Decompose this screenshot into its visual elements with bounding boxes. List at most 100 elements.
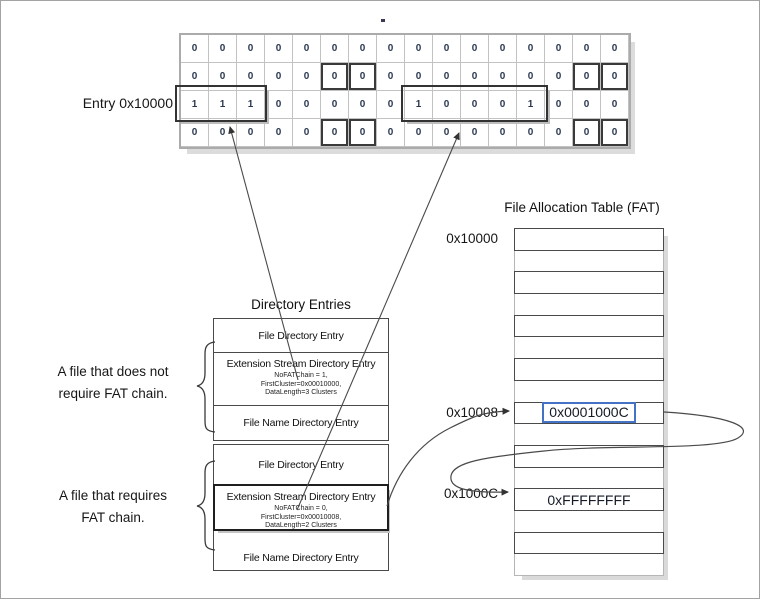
detail-line: NoFATChain = 1, [274,372,328,380]
bitmap-cell: 0 [489,91,517,119]
bitmap-cell: 0 [237,63,265,91]
entry-label-text: File Name Directory Entry [243,552,359,564]
bitmap-cell: 1 [181,91,209,119]
bitmap-cell: 0 [517,63,545,91]
bitmap-highlight-file2 [401,85,548,122]
bitmap-cell: 0 [293,35,321,63]
extension-stream-directory-entry: Extension Stream Directory Entry NoFATCh… [214,353,388,406]
fat-row [514,379,664,403]
bitmap-cell: 0 [433,119,461,147]
fat-row [514,228,664,251]
bitmap-cell: 0 [293,91,321,119]
directory-group-fat-chain: File Directory Entry Extension Stream Di… [213,444,389,571]
fat-row [514,271,664,295]
entry-label-text: File Name Directory Entry [243,416,359,429]
entry-label-text: File Directory Entry [258,458,344,471]
bitmap-cell: 0 [349,91,377,119]
fat-row [514,293,664,316]
entry-address-label: Entry 0x10000 [82,95,173,111]
bitmap-cell: 0 [265,119,293,147]
extension-stream-directory-entry-emphasized: Extension Stream Directory Entry NoFATCh… [213,484,389,531]
fat-row [514,314,664,338]
entry-label-text: Extension Stream Directory Entry [226,491,376,503]
bitmap-cell: 0 [321,119,349,147]
bitmap-cell: 0 [601,35,629,63]
bitmap-cell: 0 [545,91,573,119]
bitmap-cell: 0 [461,35,489,63]
fat-row [514,531,664,555]
detail-line: DataLength=2 Clusters [265,522,337,529]
bitmap-cell: 0 [321,63,349,91]
bitmap-cell: 0 [545,119,573,147]
bitmap-cell: 0 [573,35,601,63]
bitmap-cell: 0 [377,35,405,63]
bitmap-cell: 0 [601,63,629,91]
caption-line: A file that does not [57,364,169,379]
caption-line: FAT chain. [81,510,145,525]
bitmap-cell: 0 [573,119,601,147]
fat-row [514,553,664,576]
caption-line: A file that requires [58,488,168,503]
file-name-directory-entry: File Name Directory Entry [214,405,388,440]
bitmap-cell: 0 [181,35,209,63]
bitmap-cell: 0 [293,63,321,91]
file-directory-entry: File Directory Entry [214,319,388,354]
bitmap-cell: 0 [489,63,517,91]
bitmap-cell: 0 [209,119,237,147]
entry-details: NoFATChain = 0, FirstCluster=0x00010008,… [261,505,341,531]
artifact-dot [381,19,385,22]
fat-row [514,423,664,446]
detail-line: NoFATChain = 0, [274,505,328,512]
bitmap-cell: 0 [601,91,629,119]
bitmap-cell: 0 [265,35,293,63]
bitmap-cell: 0 [405,63,433,91]
entry-label-text: Extension Stream Directory Entry [226,358,376,371]
bitmap-cell: 0 [461,63,489,91]
fat-address-label-0x1000C: 0x1000C [443,486,498,501]
bitmap-cell: 0 [377,91,405,119]
fat-title: File Allocation Table (FAT) [504,200,660,215]
caption-line: require FAT chain. [58,386,168,401]
entry-details: NoFATChain = 1, FirstCluster=0x00010000,… [261,372,341,398]
bitmap-cell: 0 [433,91,461,119]
fat-row [514,336,664,360]
bitmap-cell: 0 [377,119,405,147]
caption-no-fat-chain: A file that does not require FAT chain. [28,361,198,405]
fat-row [514,466,664,490]
bitmap-cell: 0 [489,35,517,63]
bitmap-cell: 0 [209,63,237,91]
detail-line: FirstCluster=0x00010000, [260,380,342,388]
bitmap-cell: 0 [321,35,349,63]
bitmap-cell: 0 [433,63,461,91]
bitmap-cell: 1 [209,91,237,119]
bitmap-cell: 1 [237,91,265,119]
bitmap-cell: 0 [377,63,405,91]
fat-row: 0x0001000C [514,401,664,425]
fat-row [514,509,664,533]
bitmap-cell: 0 [237,35,265,63]
fat-row: 0xFFFFFFFF [514,488,664,511]
fat-table: 0x0001000C 0xFFFFFFFF [514,228,664,576]
bitmap-cell: 0 [349,35,377,63]
bitmap-cell: 0 [321,91,349,119]
fat-row [514,358,664,381]
bitmap-cell: 0 [573,63,601,91]
bitmap-cell: 0 [433,35,461,63]
bitmap-cell: 0 [573,91,601,119]
caption-fat-chain: A file that requires FAT chain. [28,485,198,529]
bitmap-cell: 0 [517,35,545,63]
fat-address-label-0x10008: 0x10008 [446,405,498,420]
entry-label-text: File Directory Entry [258,329,344,342]
directory-group-no-fat-chain: File Directory Entry Extension Stream Di… [213,318,389,441]
bitmap-highlight-file1 [175,85,267,122]
bitmap-cell: 0 [265,63,293,91]
file-directory-entry: File Directory Entry [214,445,388,485]
bitmap-cell: 0 [461,119,489,147]
file-name-directory-entry: File Name Directory Entry [214,530,388,570]
bitmap-cell: 0 [209,35,237,63]
bitmap-cell: 0 [237,119,265,147]
bitmap-cell: 0 [293,119,321,147]
detail-line: DataLength=3 Clusters [265,389,337,397]
bitmap-cell: 0 [405,35,433,63]
bitmap-cell: 0 [545,35,573,63]
